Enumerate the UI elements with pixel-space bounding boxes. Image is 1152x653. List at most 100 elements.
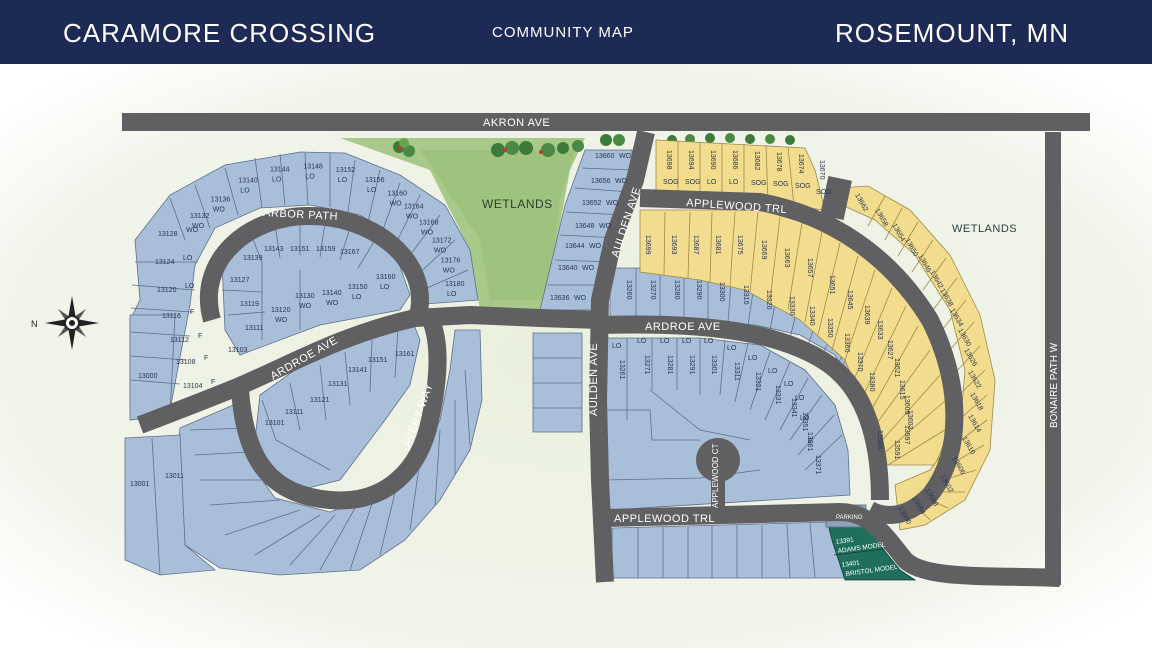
- roads: [122, 113, 1090, 587]
- lot-number: 13112: [170, 337, 189, 344]
- lot-number: 13011: [165, 473, 184, 480]
- lot-tag: LO: [660, 338, 670, 345]
- lot-number: 13621: [893, 358, 900, 378]
- lot-number: 13108: [176, 359, 196, 366]
- lot-number: 13674: [797, 154, 804, 174]
- lot-tag: F: [808, 438, 812, 445]
- west-lot-dividers: [130, 152, 471, 576]
- lot-number: 13127: [230, 277, 250, 284]
- lot-number: 13320: [765, 290, 772, 310]
- lot-number: 13663: [783, 248, 790, 268]
- lot-number: 13271: [643, 355, 650, 375]
- west-south-outer-lots: [169, 329, 483, 576]
- lot-number: 13139: [243, 255, 263, 262]
- lot-number: 13140: [238, 178, 258, 185]
- lot-number: 13167: [340, 249, 360, 256]
- label-parking: PARKING: [836, 515, 863, 521]
- lot-number: 13120: [157, 287, 177, 294]
- lot-number: 13645: [846, 290, 853, 310]
- community-name: CARAMORE CROSSING: [63, 18, 377, 48]
- lot-tag: WO: [599, 223, 612, 230]
- label-wetlands-north: WETLANDS: [482, 197, 553, 211]
- lot-number: 13639: [863, 305, 870, 325]
- lot-tag: LO: [612, 343, 622, 350]
- lot-number: 13300: [718, 282, 725, 302]
- lot-number: 13341: [790, 398, 797, 418]
- lot-tag: LO: [637, 338, 647, 345]
- lot-tag: LO: [367, 187, 377, 194]
- lot-number: 13000: [138, 373, 158, 380]
- lot-number: 13652: [582, 200, 602, 207]
- compass-north-label: N: [31, 319, 38, 329]
- lot-number: 13644: [565, 243, 585, 250]
- lot-number: 13694: [687, 150, 694, 170]
- lot-number: 13160: [388, 190, 408, 197]
- applewood-trl-north-road: [639, 189, 964, 524]
- lot-number: 13119: [240, 301, 259, 308]
- lot-number: 13120: [271, 307, 291, 314]
- lot-tag: SOG: [773, 181, 789, 188]
- lot-number: 13340: [808, 306, 815, 326]
- header-bar: CARAMORE CROSSING COMMUNITY MAP ROSEMOUN…: [0, 0, 1152, 64]
- lot-number: 13681: [714, 235, 721, 255]
- lot-tag: WO: [574, 295, 587, 302]
- lot-number: 13331: [774, 385, 781, 405]
- lot-number: 13380: [868, 372, 875, 392]
- lot-tag: WO: [434, 248, 447, 255]
- lot-number: 13150: [348, 284, 368, 291]
- lot-tag: LO: [447, 291, 457, 298]
- lot-tag: WO: [406, 214, 419, 221]
- lot-tag: WO: [299, 303, 312, 310]
- lot-number: 13280: [673, 280, 680, 300]
- lot-number: 13148: [303, 164, 323, 171]
- lot-number: 13687: [692, 235, 699, 255]
- lot-tag: WO: [390, 200, 403, 207]
- lot-number: 13669: [760, 240, 767, 260]
- lot-number: 13361: [806, 432, 813, 452]
- lot-tag: F: [211, 379, 215, 386]
- lot-tag: LO: [748, 355, 758, 362]
- lot-number: 13615: [898, 380, 905, 400]
- east-lot-dividers: [533, 167, 901, 579]
- lot-number: 13143: [264, 246, 284, 253]
- lot-tag: LO: [768, 368, 778, 375]
- lot-number: 13151: [368, 357, 388, 364]
- lot-tag: SOG: [795, 183, 811, 190]
- lot-tag: SOG: [663, 179, 679, 186]
- lot-number: 13591: [893, 440, 900, 460]
- west-lots: [124, 151, 483, 576]
- lot-number: 13698: [665, 150, 672, 170]
- lot-number: 13360: [843, 333, 850, 353]
- lot-tag: WO: [582, 265, 595, 272]
- lot-number: 13603: [906, 410, 913, 430]
- lot-number: 13585: [876, 430, 883, 450]
- lot-tag: LO: [380, 284, 390, 291]
- lot-tag: WO: [326, 300, 339, 307]
- lot-number: 13670: [818, 160, 825, 180]
- lot-number: 13330: [788, 296, 795, 316]
- lot-tag: WO: [606, 200, 619, 207]
- lot-tag: WO: [619, 153, 632, 160]
- community-map[interactable]: AKRON AVE ARBOR PATH ARDROE AVE AVERY WA…: [0, 64, 1152, 648]
- lot-number: 13159: [316, 246, 336, 253]
- lot-number: 13121: [310, 397, 330, 404]
- lot-number: 13104: [183, 383, 203, 390]
- lot-number: 13161: [395, 351, 415, 358]
- lot-number: 13270: [649, 280, 656, 300]
- lot-number: 13141: [348, 367, 368, 374]
- lot-number: 13675: [736, 235, 743, 255]
- lot-number: 13633: [876, 320, 883, 340]
- lot-number: 13657: [806, 258, 813, 278]
- lot-number: 13261: [618, 360, 625, 380]
- lot-number: 13111: [245, 325, 264, 332]
- lot-number: 13699: [644, 235, 651, 255]
- lot-tag: WO: [192, 223, 205, 230]
- lot-number: 13609: [903, 395, 910, 415]
- lot-number: 13124: [155, 259, 175, 266]
- lot-tag: WO: [186, 227, 199, 234]
- lot-number: 13151: [290, 246, 310, 253]
- lot-tag: LO: [338, 177, 348, 184]
- lot-number: 13321: [754, 372, 761, 392]
- applewood-trl-south-road: [604, 503, 1061, 587]
- lot-tag: LO: [682, 338, 692, 345]
